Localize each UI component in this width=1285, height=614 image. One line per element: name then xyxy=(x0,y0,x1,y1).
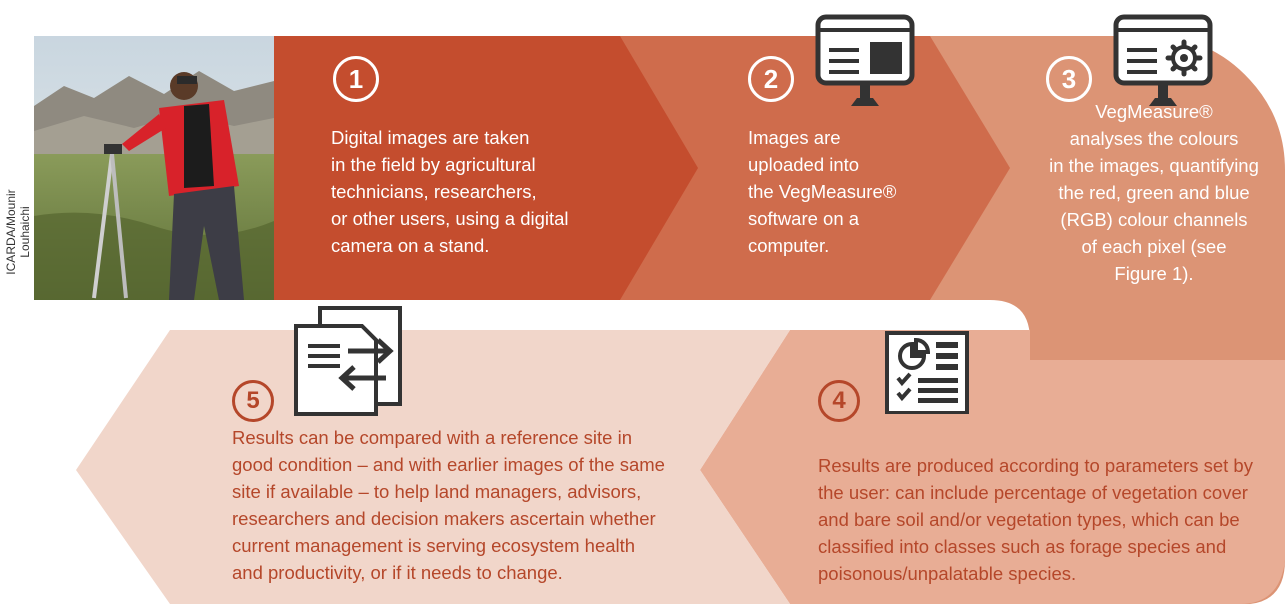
step-1-number: 1 xyxy=(333,56,379,102)
step-2-line: the VegMeasure® xyxy=(748,181,897,202)
monitor-gear-icon xyxy=(1113,14,1213,106)
step-2-line: software on a xyxy=(748,208,860,229)
step-1-line: camera on a stand. xyxy=(331,235,490,256)
step-4-line: Results are produced according to parame… xyxy=(818,455,1253,476)
step-4-line: poisonous/unpalatable species. xyxy=(818,563,1077,584)
step-3-line: in the images, quantifying xyxy=(1049,155,1259,176)
field-photo xyxy=(34,36,274,300)
step-2-number: 2 xyxy=(748,56,794,102)
step-1-text: Digital images are taken in the field by… xyxy=(331,124,631,259)
step-5-line: site if available – to help land manager… xyxy=(232,481,642,502)
step-5-line: researchers and decision makers ascertai… xyxy=(232,508,656,529)
step-1-line: or other users, using a digital xyxy=(331,208,569,229)
step-3-line: analyses the colours xyxy=(1069,128,1239,149)
step-3-line: the red, green and blue xyxy=(1058,182,1250,203)
step-5-line: and productivity, or if it needs to chan… xyxy=(232,562,563,583)
monitor-window-icon xyxy=(815,14,915,106)
step-2-shape xyxy=(560,36,1010,300)
step-3-line: Figure 1). xyxy=(1114,263,1194,284)
report-chart-icon xyxy=(885,331,969,414)
step-1-line: in the field by agricultural xyxy=(331,154,536,175)
step-1-line: Digital images are taken xyxy=(331,127,530,148)
step-4-line: classified into classes such as forage s… xyxy=(818,536,1227,557)
step-1-line: technicians, researchers, xyxy=(331,181,537,202)
step-5-line: Results can be compared with a reference… xyxy=(232,427,633,448)
step-3-line: of each pixel (see xyxy=(1081,236,1227,257)
step-4-number: 4 xyxy=(818,380,860,422)
step-4-line: the user: can include percentage of vege… xyxy=(818,482,1248,503)
step-3-line: (RGB) colour channels xyxy=(1060,209,1248,230)
step-4-line: and bare soil and/or vegetation types, w… xyxy=(818,509,1240,530)
step-2-line: computer. xyxy=(748,235,830,256)
step-3-text: VegMeasure® analyses the colours in the … xyxy=(1034,98,1274,287)
step-3-line: VegMeasure® xyxy=(1095,101,1213,122)
step-2-text: Images are uploaded into the VegMeasure®… xyxy=(748,124,918,259)
step-2-line: Images are xyxy=(748,127,841,148)
step-1-shape xyxy=(272,36,698,300)
photo-icon xyxy=(34,36,274,300)
step-5-text: Results can be compared with a reference… xyxy=(232,424,672,586)
photo-credit: ICARDA/Mounir Louhaichi xyxy=(4,189,32,275)
step-5-line: current management is serving ecosystem … xyxy=(232,535,636,556)
step-5-number: 5 xyxy=(232,380,274,422)
documents-exchange-icon xyxy=(294,306,402,416)
step-5-line: good condition – and with earlier images… xyxy=(232,454,665,475)
step-3-number: 3 xyxy=(1046,56,1092,102)
step-4-text: Results are produced according to parame… xyxy=(818,452,1268,587)
step-2-line: uploaded into xyxy=(748,154,860,175)
